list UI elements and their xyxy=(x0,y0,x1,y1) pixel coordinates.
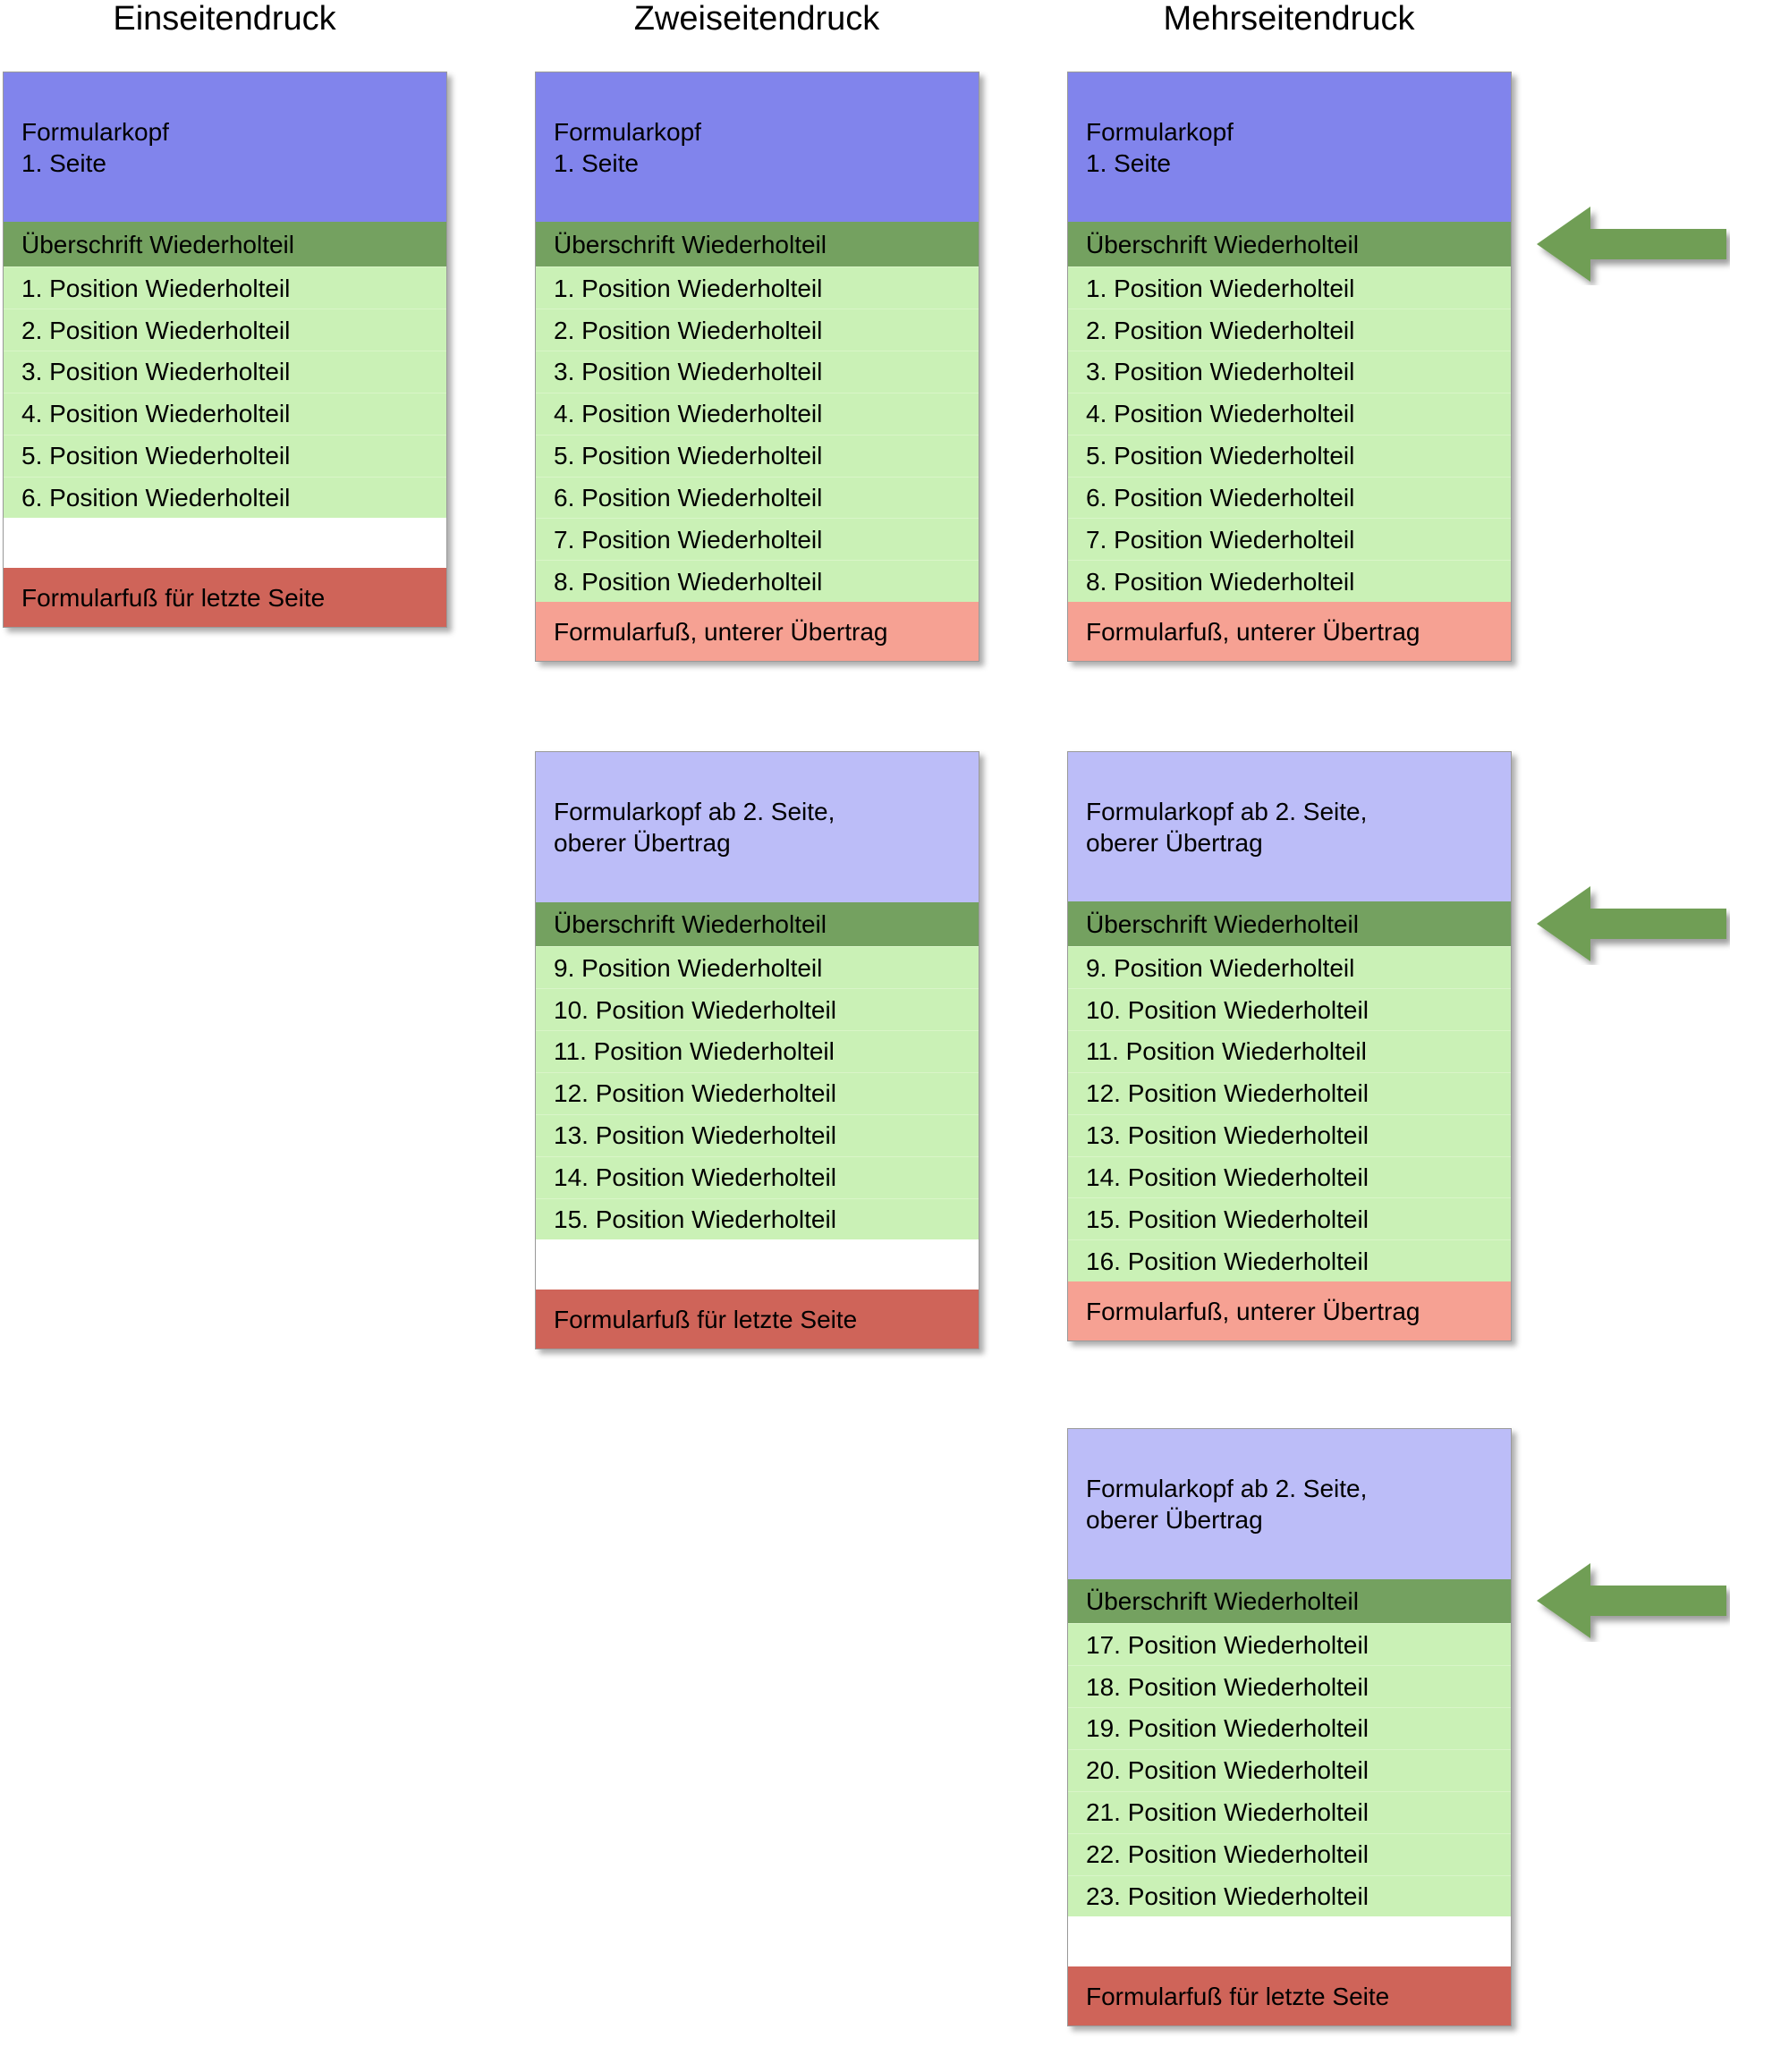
page-box-zweiseitendruck-page-2: Formularkopf ab 2. Seite, oberer Übertra… xyxy=(535,751,979,1349)
position-row: 2. Position Wiederholteil xyxy=(1068,309,1511,351)
column-title-einseitendruck: Einseitendruck xyxy=(113,0,336,38)
page-footer-last: Formularfuß für letzte Seite xyxy=(4,568,446,627)
repeat-section-pointer-arrow xyxy=(1535,1560,1730,1642)
repeat-section-pointer-arrow xyxy=(1535,203,1730,285)
position-row: 10. Position Wiederholteil xyxy=(1068,988,1511,1031)
page-box-mehrseitendruck-page-3: Formularkopf ab 2. Seite, oberer Übertra… xyxy=(1067,1428,1512,2026)
position-row: 7. Position Wiederholteil xyxy=(536,518,979,561)
position-row: 6. Position Wiederholteil xyxy=(1068,476,1511,519)
position-row: 5. Position Wiederholteil xyxy=(1068,434,1511,477)
repeat-section-heading: Überschrift Wiederholteil xyxy=(1068,222,1511,267)
repeat-section-pointer-arrow xyxy=(1535,883,1730,965)
position-row: 6. Position Wiederholteil xyxy=(536,476,979,519)
empty-filler-area xyxy=(536,1239,979,1290)
position-row: 12. Position Wiederholteil xyxy=(1068,1071,1511,1114)
position-row: 13. Position Wiederholteil xyxy=(1068,1113,1511,1156)
position-row: 21. Position Wiederholteil xyxy=(1068,1790,1511,1833)
position-row: 9. Position Wiederholteil xyxy=(1068,946,1511,989)
repeat-section-heading: Überschrift Wiederholteil xyxy=(1068,901,1511,947)
position-row: 15. Position Wiederholteil xyxy=(536,1197,979,1240)
position-row: 4. Position Wiederholteil xyxy=(1068,392,1511,435)
column-title-zweiseitendruck: Zweiseitendruck xyxy=(633,0,880,38)
position-row: 4. Position Wiederholteil xyxy=(4,392,446,435)
page-header-first: Formularkopf 1. Seite xyxy=(1068,72,1511,223)
page-header-first: Formularkopf 1. Seite xyxy=(4,72,446,223)
position-row: 4. Position Wiederholteil xyxy=(536,392,979,435)
position-row: 3. Position Wiederholteil xyxy=(536,351,979,393)
page-footer-carry-over: Formularfuß, unterer Übertrag xyxy=(1068,602,1511,661)
position-row: 20. Position Wiederholteil xyxy=(1068,1748,1511,1791)
page-header-continuation: Formularkopf ab 2. Seite, oberer Übertra… xyxy=(1068,752,1511,902)
position-row: 14. Position Wiederholteil xyxy=(1068,1155,1511,1198)
position-row: 13. Position Wiederholteil xyxy=(536,1113,979,1156)
repeat-section-heading: Überschrift Wiederholteil xyxy=(1068,1578,1511,1624)
page-footer-carry-over: Formularfuß, unterer Übertrag xyxy=(1068,1281,1511,1340)
position-row: 10. Position Wiederholteil xyxy=(536,988,979,1031)
page-header-first: Formularkopf 1. Seite xyxy=(536,72,979,223)
position-row: 11. Position Wiederholteil xyxy=(1068,1030,1511,1072)
repeat-section-heading: Überschrift Wiederholteil xyxy=(536,222,979,267)
position-row: 8. Position Wiederholteil xyxy=(1068,560,1511,603)
position-row: 15. Position Wiederholteil xyxy=(1068,1197,1511,1240)
position-row: 18. Position Wiederholteil xyxy=(1068,1665,1511,1708)
position-row: 23. Position Wiederholteil xyxy=(1068,1874,1511,1917)
position-row: 1. Position Wiederholteil xyxy=(536,266,979,309)
position-row: 1. Position Wiederholteil xyxy=(1068,266,1511,309)
position-row: 1. Position Wiederholteil xyxy=(4,266,446,309)
page-header-continuation: Formularkopf ab 2. Seite, oberer Übertra… xyxy=(536,752,979,902)
empty-filler-area xyxy=(1068,1916,1511,1967)
page-header-continuation: Formularkopf ab 2. Seite, oberer Übertra… xyxy=(1068,1429,1511,1579)
position-row: 5. Position Wiederholteil xyxy=(4,434,446,477)
empty-filler-area xyxy=(4,518,446,569)
page-footer-last: Formularfuß für letzte Seite xyxy=(1068,1966,1511,2025)
position-row: 17. Position Wiederholteil xyxy=(1068,1623,1511,1666)
page-box-mehrseitendruck-page-2: Formularkopf ab 2. Seite, oberer Übertra… xyxy=(1067,751,1512,1341)
position-row: 8. Position Wiederholteil xyxy=(536,560,979,603)
position-row: 14. Position Wiederholteil xyxy=(536,1155,979,1198)
position-row: 3. Position Wiederholteil xyxy=(1068,351,1511,393)
position-row: 12. Position Wiederholteil xyxy=(536,1071,979,1114)
position-row: 5. Position Wiederholteil xyxy=(536,434,979,477)
position-row: 16. Position Wiederholteil xyxy=(1068,1239,1511,1282)
position-row: 11. Position Wiederholteil xyxy=(536,1030,979,1072)
position-row: 9. Position Wiederholteil xyxy=(536,946,979,989)
position-row: 3. Position Wiederholteil xyxy=(4,350,446,393)
position-row: 7. Position Wiederholteil xyxy=(1068,518,1511,561)
position-row: 6. Position Wiederholteil xyxy=(4,476,446,519)
repeat-section-heading: Überschrift Wiederholteil xyxy=(4,222,446,267)
page-footer-carry-over: Formularfuß, unterer Übertrag xyxy=(536,602,979,661)
repeat-section-heading: Überschrift Wiederholteil xyxy=(536,901,979,947)
page-footer-last: Formularfuß für letzte Seite xyxy=(536,1290,979,1349)
column-title-mehrseitendruck: Mehrseitendruck xyxy=(1163,0,1415,38)
position-row: 19. Position Wiederholteil xyxy=(1068,1707,1511,1749)
position-row: 22. Position Wiederholteil xyxy=(1068,1832,1511,1875)
position-row: 2. Position Wiederholteil xyxy=(536,309,979,351)
position-row: 2. Position Wiederholteil xyxy=(4,309,446,351)
